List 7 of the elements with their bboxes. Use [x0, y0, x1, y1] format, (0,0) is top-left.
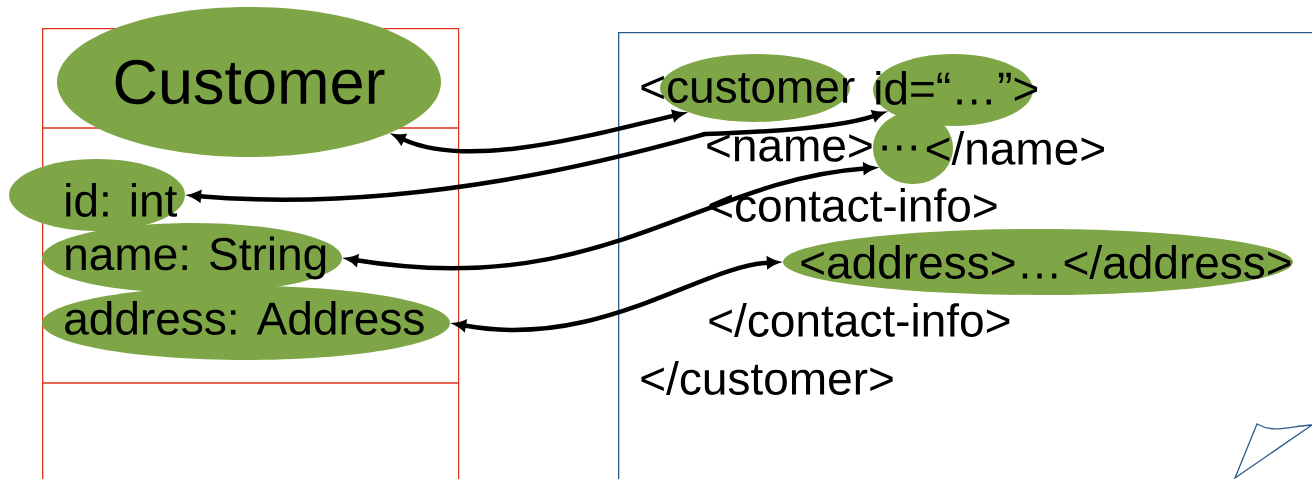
xml-tag: </customer>	[641, 361, 893, 395]
xml-tag: <name>	[707, 134, 872, 162]
document-page	[618, 32, 1312, 479]
xml-tag: </contact-info>	[709, 303, 1010, 337]
node-label: name: String	[66, 236, 326, 280]
node-label: …	[882, 145, 916, 151]
node-label: id: int	[66, 183, 178, 217]
